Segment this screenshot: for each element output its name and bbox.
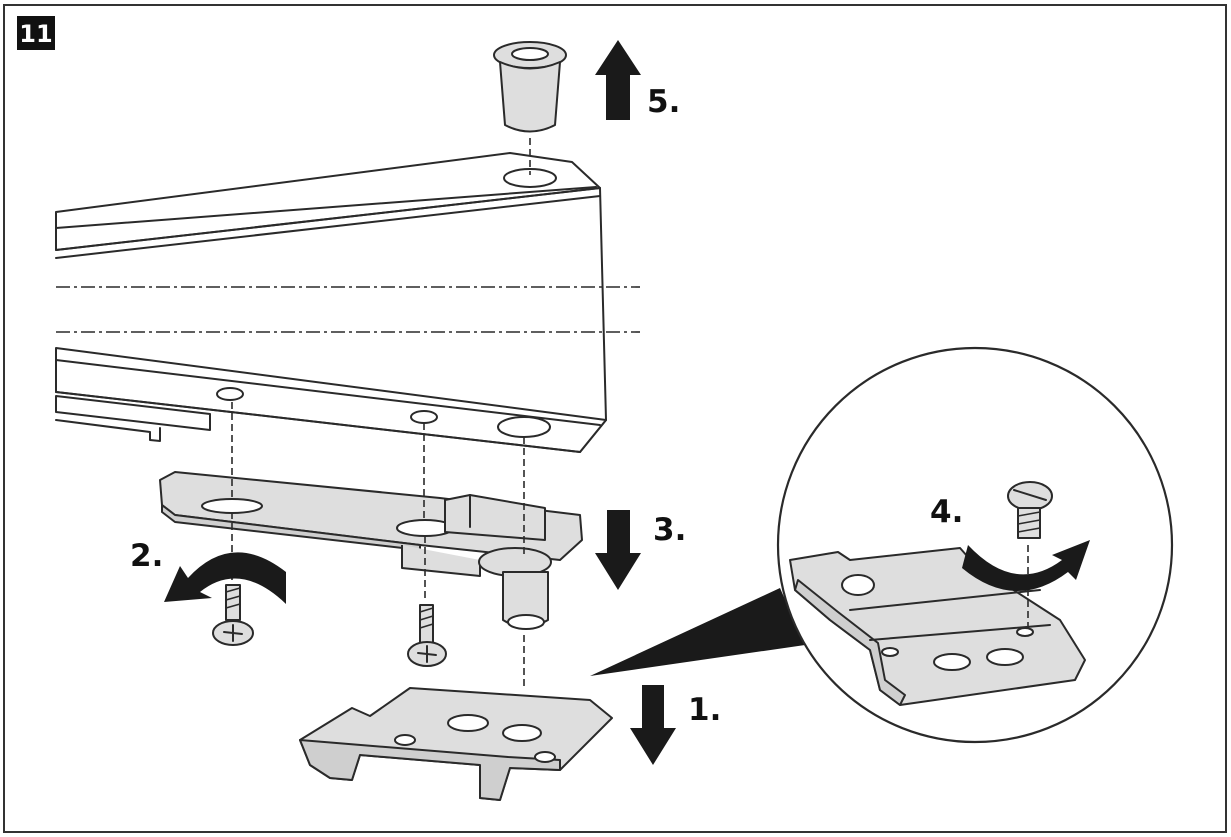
screw-middle <box>407 604 447 667</box>
detail-screw <box>1007 481 1053 539</box>
arrow-up-icon <box>595 40 641 120</box>
rotate-left-arrow-icon <box>164 552 286 604</box>
bushing <box>493 41 567 133</box>
callout-pointer <box>590 588 805 676</box>
detail-plate <box>789 547 1086 706</box>
rotate-right-arrow-icon <box>962 540 1090 592</box>
step-label-1: 1. <box>688 692 721 728</box>
screw-left <box>212 584 254 646</box>
step-number: 11 <box>19 20 52 48</box>
step-label-5: 5. <box>647 84 680 120</box>
arrow-down-icon <box>595 510 641 590</box>
hinge-arm <box>159 471 583 630</box>
step-label-2: 2. <box>130 538 163 574</box>
diagram-border <box>3 4 1227 833</box>
step-label-4: 4. <box>930 494 963 530</box>
arrow-down-icon <box>630 685 676 765</box>
step-label-3: 3. <box>653 512 686 548</box>
door-panel <box>55 152 640 453</box>
step-number-badge: 11 <box>17 16 55 50</box>
base-plate <box>299 687 613 801</box>
